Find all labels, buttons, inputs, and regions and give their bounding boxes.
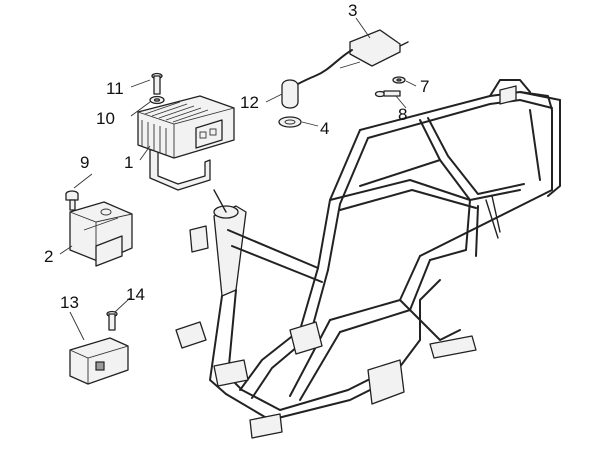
screw-part-9 (65, 190, 79, 211)
ignition-cap-part-3 (281, 29, 409, 109)
washer-part-10 (149, 95, 165, 105)
callout-3: 3 (348, 1, 357, 20)
voltage-regulator-part (137, 95, 235, 191)
control-unit-part-2 (69, 201, 133, 267)
callout-4: 4 (320, 119, 329, 138)
callout-8: 8 (398, 105, 407, 124)
callout-2: 2 (44, 247, 53, 266)
callout-1: 1 (124, 153, 133, 172)
callout-10: 10 (96, 109, 115, 128)
callout-7: 7 (420, 77, 429, 96)
screw-part-11 (151, 72, 163, 95)
callout-11: 11 (106, 79, 124, 98)
callout-14: 14 (126, 285, 145, 304)
callout-13: 13 (60, 293, 79, 312)
scooter-frame-part (175, 79, 561, 439)
relay-part-13 (69, 337, 129, 385)
bolt-part-8 (374, 90, 401, 98)
callout-9: 9 (80, 153, 89, 172)
nut-part-7 (392, 76, 406, 84)
leader-lines (59, 17, 417, 341)
callout-12: 12 (240, 93, 259, 112)
screw-part-14 (106, 310, 118, 331)
seal-ring-part-4 (278, 116, 302, 128)
